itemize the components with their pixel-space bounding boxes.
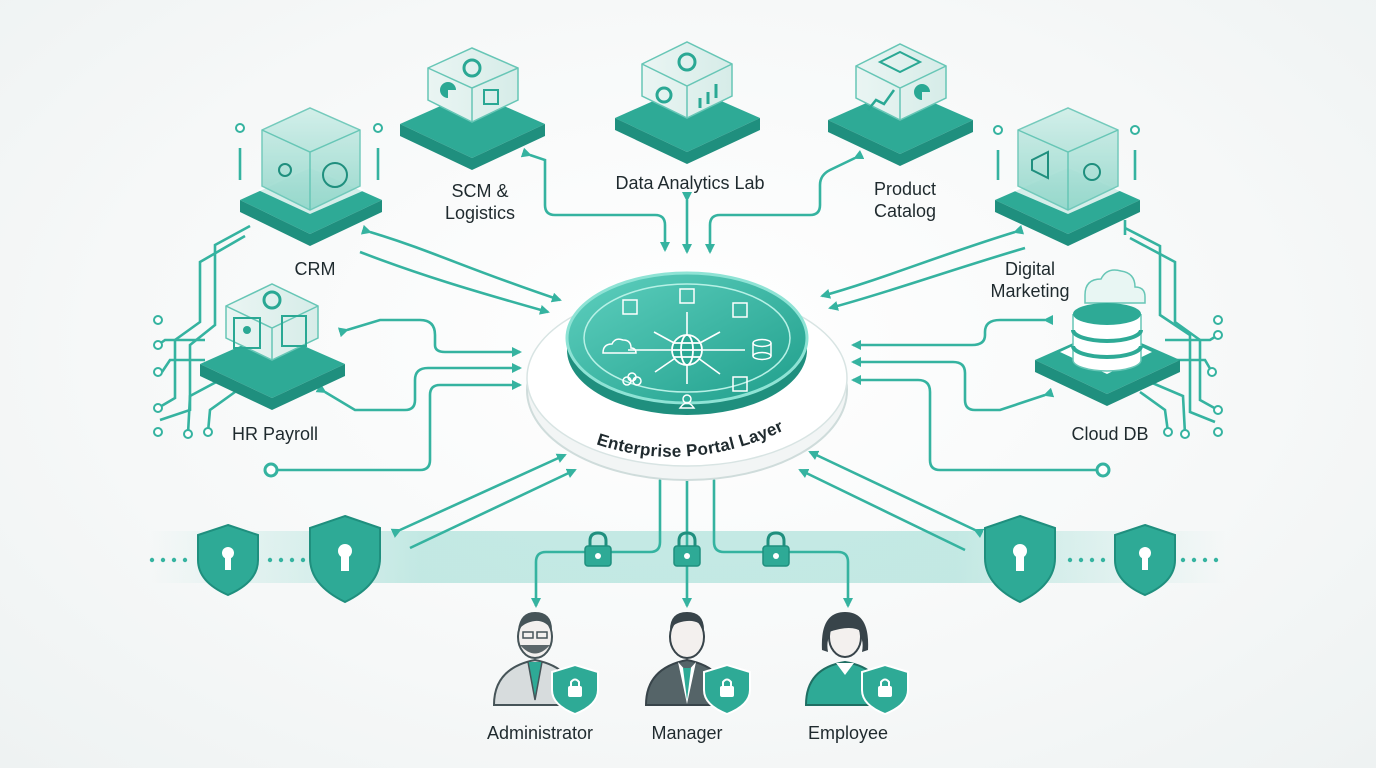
connection-lines <box>157 147 1219 608</box>
user-administrator[interactable] <box>492 612 599 716</box>
id-card-icon <box>233 317 261 349</box>
connector-admin <box>531 472 665 608</box>
database-icon <box>1071 303 1143 372</box>
gear-icon <box>462 58 482 78</box>
cube-icon-3 <box>732 302 748 318</box>
shield-icons <box>197 514 1176 604</box>
line-chart-icon <box>867 89 896 111</box>
trace-dots <box>153 123 1223 478</box>
cube-icon <box>622 299 638 315</box>
gear-icon <box>677 52 697 72</box>
gear-icon <box>262 290 282 310</box>
module-clouddb[interactable] <box>1035 269 1180 406</box>
shield-icon-3 <box>984 514 1056 604</box>
label-employee: Employee <box>807 723 889 743</box>
user-manager[interactable] <box>644 612 751 716</box>
connector-crm-2 <box>359 250 550 315</box>
portal-disc <box>526 271 848 481</box>
report-icon <box>281 315 307 347</box>
module-scm[interactable] <box>400 47 545 170</box>
shield-icon-2 <box>309 514 381 604</box>
connector-catalog <box>705 150 865 254</box>
cloud-icon <box>602 338 637 354</box>
connector-marketing-2 <box>828 246 1026 311</box>
lock-icon-2 <box>673 531 701 567</box>
label-scm: SCM & Logistics <box>444 181 516 223</box>
search-icon <box>1083 163 1101 181</box>
connector-shield-right <box>808 450 985 538</box>
security-dots <box>149 557 1219 563</box>
lock-icon-1 <box>584 531 612 567</box>
megaphone-icon <box>1031 150 1049 180</box>
module-crm[interactable] <box>240 107 382 246</box>
gear-icon-2 <box>655 86 673 104</box>
user-employee[interactable] <box>804 612 909 716</box>
module-analytics[interactable] <box>615 41 760 164</box>
connector-shield-right-2 <box>798 468 966 552</box>
module-marketing[interactable] <box>995 107 1140 246</box>
lock-icon-3 <box>762 531 790 567</box>
pie-chart-icon <box>914 84 930 100</box>
connector-clouddb <box>851 315 1053 350</box>
shield-icon-4 <box>1114 523 1176 597</box>
label-analytics: Data Analytics Lab <box>615 173 765 193</box>
cloud-icon <box>1084 269 1146 304</box>
connector-shield-left <box>390 453 567 538</box>
label-crm: CRM <box>294 259 336 279</box>
lock-icons <box>584 531 790 567</box>
label-marketing: Digital Marketing <box>990 259 1070 301</box>
label-manager: Manager <box>651 723 723 743</box>
module-hr[interactable] <box>200 283 345 410</box>
connector-clouddb-2 <box>851 357 1055 412</box>
connector-hr <box>337 318 522 357</box>
connector-crm <box>360 224 562 303</box>
connector-shield-left-2 <box>409 468 577 550</box>
connector-scm <box>520 147 670 252</box>
cube-icon-4 <box>732 376 748 392</box>
connector-hr-2 <box>315 363 522 412</box>
globe-icon <box>322 162 348 188</box>
globe-icon <box>671 334 703 366</box>
cube-icon-2 <box>679 288 695 304</box>
pie-chart-icon <box>440 82 456 98</box>
connector-marketing <box>820 224 1025 299</box>
bar-chart-icon <box>698 84 718 108</box>
shield-icon-1 <box>197 523 259 597</box>
label-administrator: Administrator <box>486 723 594 743</box>
connector-employee <box>709 472 853 608</box>
label-catalog: Product Catalog <box>873 179 937 221</box>
label-hr: HR Payroll <box>231 424 319 444</box>
label-clouddb: Cloud DB <box>1071 424 1149 444</box>
grid-icon <box>483 89 499 105</box>
team-icon <box>278 163 292 177</box>
module-catalog[interactable] <box>828 43 973 166</box>
grid-icon <box>877 50 923 74</box>
